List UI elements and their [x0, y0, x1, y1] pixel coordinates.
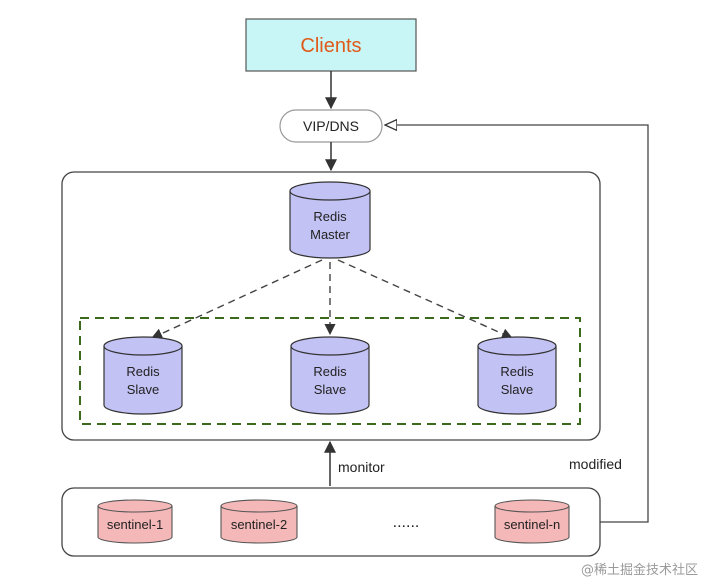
monitor-label: monitor: [338, 459, 385, 475]
master-cylinder-body: [289, 191, 371, 259]
clients-label: Clients: [300, 35, 361, 57]
sentinel-1-cylinder-top: [97, 499, 173, 513]
replication-arrow-slave-3: [337, 259, 514, 339]
sentinel-container: [61, 487, 601, 557]
sentinel-node-2: sentinel-2: [220, 499, 298, 544]
clients-box: [245, 18, 417, 72]
sentinel-2-label: sentinel-2: [231, 517, 287, 532]
sentinel-node-n: sentinel-n: [494, 499, 570, 544]
slave-3-label-line2: Slave: [501, 382, 534, 397]
slave-group-box: [79, 317, 581, 425]
slave-node-2: Redis Slave: [290, 336, 370, 415]
sentinel-n-cylinder-top: [494, 499, 570, 513]
modified-label: modified: [569, 456, 622, 472]
slave-3-cylinder-top: [477, 336, 557, 356]
vip-node: VIP/DNS: [279, 109, 383, 143]
master-node: Redis Master: [289, 181, 371, 259]
sentinel-1-label: sentinel-1: [107, 517, 163, 532]
sentinel-2-cylinder-top: [220, 499, 298, 513]
slave-2-cylinder-body: [290, 346, 370, 415]
slave-3-cylinder-body: [477, 346, 557, 415]
slave-2-label-line1: Redis: [313, 364, 347, 379]
cluster-container: [61, 171, 601, 441]
sentinel-n-label: sentinel-n: [504, 517, 560, 532]
slave-node-1: Redis Slave: [103, 336, 183, 415]
slave-1-label-line1: Redis: [126, 364, 160, 379]
slave-3-label-line1: Redis: [500, 364, 534, 379]
slave-2-cylinder-top: [290, 336, 370, 356]
ellipsis-label: ......: [393, 514, 420, 531]
master-label-line1: Redis: [313, 209, 347, 224]
slave-1-cylinder-body: [103, 346, 183, 415]
sentinel-2-cylinder-body: [220, 506, 298, 544]
watermark: @稀土掘金技术社区: [580, 563, 698, 578]
clients-node: Clients: [245, 18, 417, 72]
sentinel-node-1: sentinel-1: [97, 499, 173, 544]
slave-1-label-line2: Slave: [127, 382, 160, 397]
master-cylinder-top: [289, 181, 371, 201]
slave-2-label-line2: Slave: [314, 382, 347, 397]
sentinel-1-cylinder-body: [97, 506, 173, 544]
master-label-line2: Master: [310, 227, 350, 242]
slave-1-cylinder-top: [103, 336, 183, 356]
sentinel-n-cylinder-body: [494, 506, 570, 544]
modified-arrow: [385, 125, 649, 523]
slave-node-3: Redis Slave: [477, 336, 557, 415]
vip-label: VIP/DNS: [303, 118, 359, 134]
